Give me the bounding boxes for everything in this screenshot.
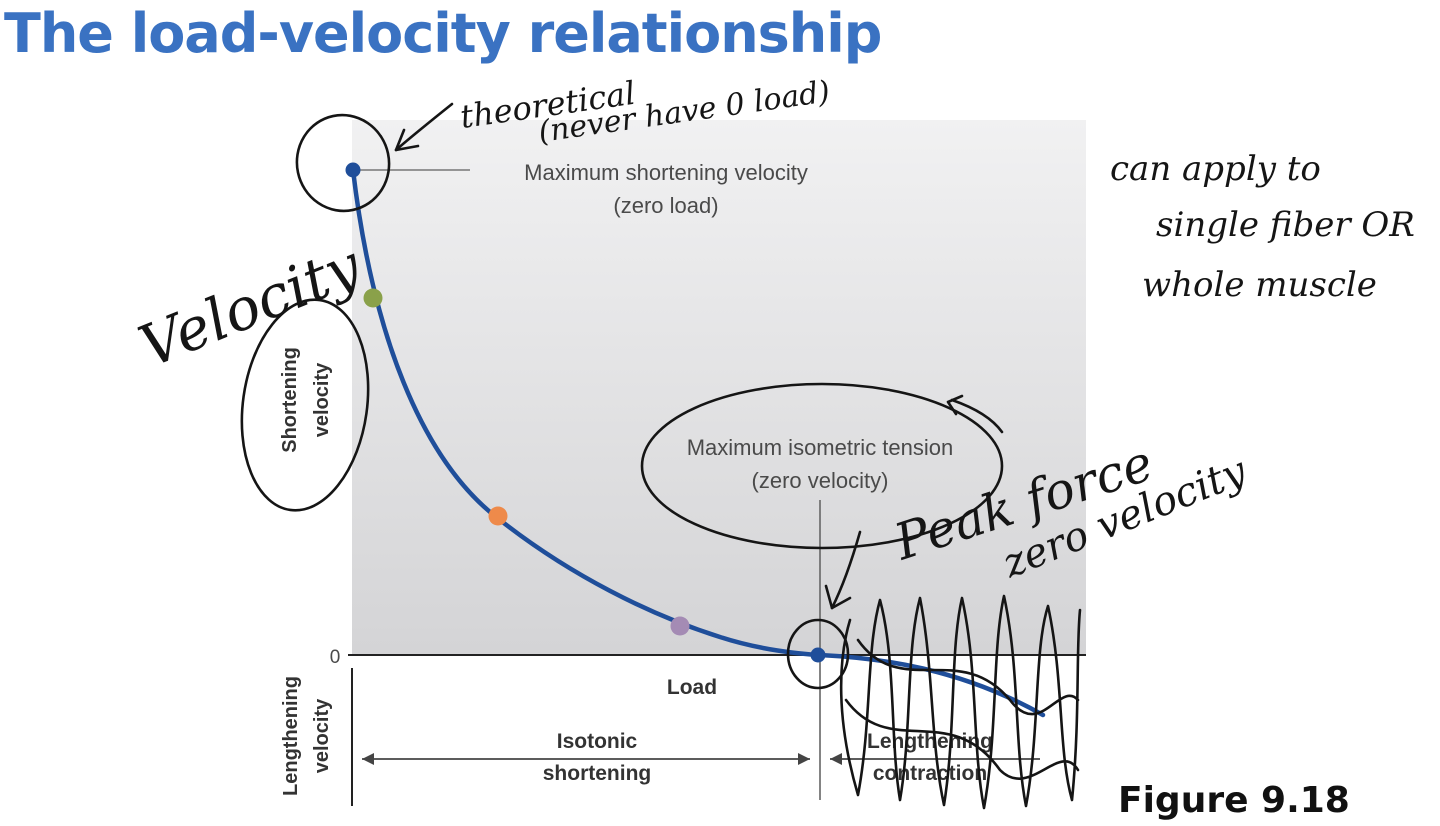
point-green	[363, 288, 383, 308]
lengthening-velocity-line1: Lengthening	[280, 676, 302, 796]
hand-arrowhead-theoretical	[394, 128, 420, 152]
hand-arrowhead-tension-tip	[946, 394, 964, 416]
shortening-velocity-line2: velocity	[311, 362, 333, 437]
slide-title: The load-velocity relationship	[4, 2, 882, 65]
point-max-velocity	[345, 162, 361, 178]
zero-tick-label: 0	[330, 647, 341, 668]
max-tension-line1: Maximum isometric tension	[687, 435, 954, 460]
shortening-velocity-label: Shortening velocity	[279, 347, 333, 453]
hand-arrowhead-tension	[950, 398, 1004, 434]
hand-circle-tension-point	[786, 618, 850, 690]
hand-circle-shortening	[240, 298, 370, 512]
x-axis-label: Load	[667, 676, 717, 699]
lengthening-line1: Lengthening	[867, 730, 993, 753]
lengthening-velocity-line2: velocity	[311, 698, 333, 773]
hand-arrow-theoretical	[394, 102, 454, 152]
hand-scribble-lengthening	[839, 594, 1082, 810]
isotonic-arrowhead-right	[798, 753, 810, 765]
hand-note-line1: can apply to	[1110, 149, 1321, 189]
shortening-velocity-line1: Shortening	[279, 347, 301, 453]
hand-note-line2: single fiber OR	[1156, 205, 1415, 245]
hand-circle-max-velocity	[295, 113, 391, 213]
hand-arrow-peak	[830, 530, 862, 610]
hand-circle-max-tension	[640, 382, 1004, 550]
lengthening-line2: contraction	[873, 762, 987, 785]
point-max-tension	[810, 647, 826, 663]
isotonic-line1: Isotonic	[557, 730, 638, 753]
hand-note-line3: whole muscle	[1142, 265, 1377, 305]
point-orange	[488, 506, 508, 526]
lengthening-arrowhead-left	[830, 753, 842, 765]
figure-label: Figure 9.18	[1118, 780, 1350, 821]
point-purple	[670, 616, 690, 636]
lengthening-velocity-label: Lengthening velocity	[280, 676, 333, 796]
isotonic-line2: shortening	[543, 762, 652, 785]
max-tension-line2: (zero velocity)	[752, 468, 889, 493]
max-velocity-line1: Maximum shortening velocity	[524, 160, 808, 185]
plot-background	[352, 120, 1086, 654]
isotonic-arrowhead-left	[362, 753, 374, 765]
max-velocity-line2: (zero load)	[613, 193, 718, 218]
hand-arrowhead-peak	[824, 584, 852, 610]
